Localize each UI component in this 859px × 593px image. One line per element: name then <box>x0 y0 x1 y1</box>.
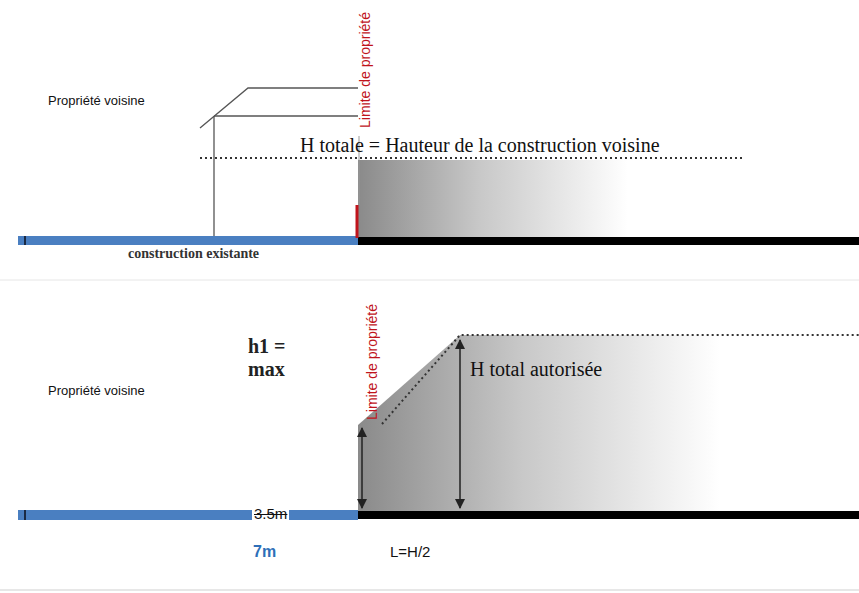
dimension-label: L=H/2 <box>390 543 430 560</box>
height-zone <box>358 160 628 238</box>
plot-ground <box>358 237 859 245</box>
neighbour-label: Propriété voisine <box>48 94 145 109</box>
h1-arrow <box>361 428 363 508</box>
property-line <box>356 205 359 238</box>
ground-tick <box>24 510 26 520</box>
allowed-zone <box>358 335 720 512</box>
frame-line <box>0 590 859 591</box>
struck-dimension: 3.5m <box>252 505 289 522</box>
dimension-label: 7m <box>253 543 276 561</box>
ground-tick <box>24 236 26 245</box>
boundary-label: Limite de propriété <box>357 12 373 128</box>
height-arrow <box>459 340 461 508</box>
plot-ground <box>358 511 859 519</box>
note-label: construction existante <box>128 246 259 262</box>
panel-separator <box>0 280 859 281</box>
neighbour-house <box>200 88 358 238</box>
h1-label: h1 = max <box>248 335 300 381</box>
height-line <box>200 157 745 159</box>
neighbour-ground <box>18 236 358 245</box>
dimension-title: H totale = Hauteur de la construction vo… <box>300 134 660 157</box>
envelope-line <box>382 335 859 424</box>
height-label: H total autorisée <box>470 358 602 381</box>
neighbour-label: Propriété voisine <box>48 384 145 399</box>
boundary-label: Limite de propriété <box>364 304 380 420</box>
neighbour-ground <box>18 510 358 520</box>
